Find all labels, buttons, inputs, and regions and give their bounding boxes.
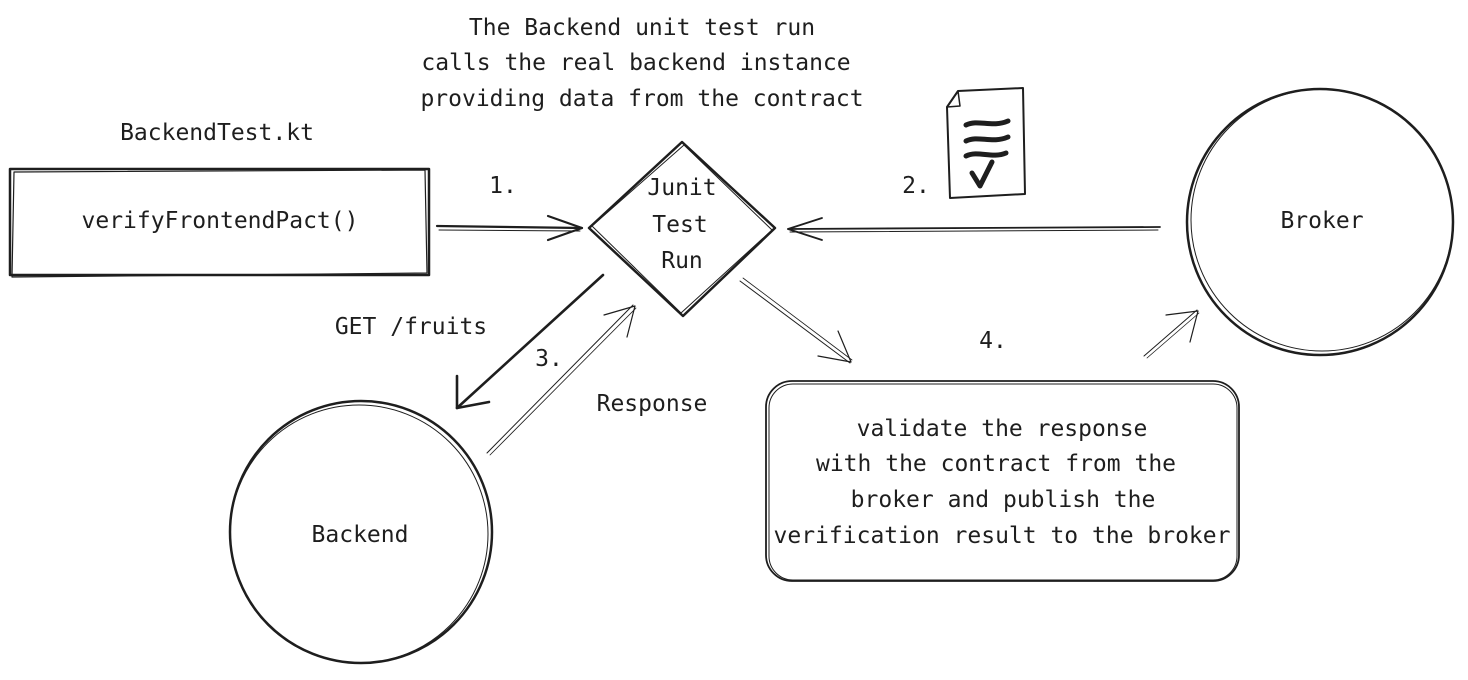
arrow-step-4-shaft: [739, 280, 851, 364]
document-outline: [946, 87, 1026, 199]
arrow-step-1: [435, 214, 584, 242]
method-box: verifyFrontendPact(): [8, 167, 431, 278]
validate-line-4: verification result to the broker: [774, 523, 1231, 549]
arrow-response-head: [603, 305, 636, 338]
request-label: GET /fruits: [335, 314, 487, 340]
junit-label-line-1: Junit: [647, 175, 716, 201]
arrow-response-shaft: [486, 304, 634, 454]
arrow-step-2-head: [787, 217, 823, 241]
broker-node: Broker: [1185, 87, 1455, 357]
arrow-step-1-shaft: [435, 224, 584, 230]
validate-line-3: broker and publish the: [851, 487, 1156, 513]
arrow-step-1-head: [546, 214, 584, 242]
file-label: BackendTest.kt: [120, 120, 314, 146]
validate-line-2: with the contract from the: [816, 451, 1176, 477]
arrow-step-3-head: [455, 374, 491, 410]
validate-box-sketch: [768, 383, 1238, 581]
document-corner-fold: [946, 90, 961, 108]
arrow-response: [486, 304, 637, 456]
method-box-sketch-outline: [11, 169, 428, 278]
arrow-publish-head: [1165, 310, 1199, 343]
validate-box: validate the response with the contract …: [765, 380, 1240, 582]
step-2-label: 2.: [902, 173, 930, 199]
caption-line-1: The Backend unit test run: [469, 15, 815, 41]
arrow-step-4-head: [817, 330, 852, 363]
arrow-step-4-shaft-sketch: [742, 277, 853, 361]
contract-document-icon: [946, 87, 1026, 199]
step-1-label: 1.: [489, 173, 517, 199]
caption-line-2: calls the real backend instance: [421, 50, 850, 76]
document-line-3: [963, 150, 1009, 159]
junit-diamond-outline: [587, 140, 777, 318]
document-line-2: [963, 134, 1011, 144]
arrow-step-3-shaft: [455, 273, 605, 410]
caption: The Backend unit test run calls the real…: [420, 15, 863, 112]
junit-label-line-3: Run: [661, 248, 703, 274]
document-line-1: [963, 118, 1011, 128]
validate-line-1: validate the response: [857, 416, 1148, 442]
step-4-label: 4.: [979, 328, 1007, 354]
arrow-step-4-publish: [1143, 309, 1200, 359]
arrow-step-3-request: [455, 273, 605, 410]
validate-box-outline: [765, 380, 1240, 582]
junit-test-run-node: Junit Test Run: [587, 140, 777, 318]
arrow-step-1-shaft-sketch: [438, 229, 581, 232]
arrow-publish-shaft: [1143, 309, 1198, 357]
arrow-publish-shaft-sketch: [1146, 312, 1200, 359]
arrow-step-2: [787, 217, 1161, 241]
arrow-step-2-shaft: [787, 226, 1161, 230]
broker-circle-sketch: [1190, 88, 1454, 352]
caption-line-3: providing data from the contract: [420, 86, 863, 112]
step-3-label: 3.: [535, 346, 563, 372]
arrow-step-4-validate: [739, 277, 853, 364]
method-box-label: verifyFrontendPact(): [82, 208, 359, 234]
response-label: Response: [597, 391, 708, 417]
junit-label-line-2: Test: [652, 212, 707, 238]
backend-circle-sketch: [229, 404, 489, 664]
backend-label: Backend: [312, 522, 409, 548]
broker-label: Broker: [1280, 208, 1363, 234]
arrow-step-2-shaft-sketch: [789, 229, 1159, 233]
arrow-response-shaft-sketch: [489, 307, 637, 456]
junit-diamond-sketch: [591, 144, 773, 314]
backend-node: Backend: [228, 399, 494, 665]
checkmark-icon: [969, 159, 995, 189]
